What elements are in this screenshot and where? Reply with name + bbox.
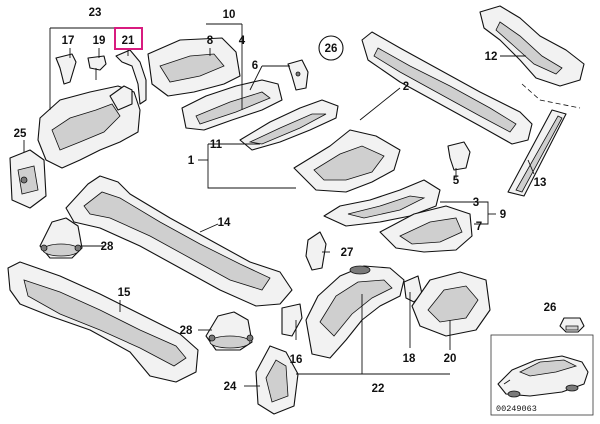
part-7-panel[interactable] <box>379 205 473 253</box>
part-8-panel[interactable] <box>147 37 241 97</box>
callout-13: 13 <box>534 177 547 189</box>
part-5-bracket[interactable] <box>447 141 471 171</box>
callout-14: 14 <box>218 217 231 229</box>
part-16-bracket[interactable] <box>281 303 303 337</box>
callout-labels: 23 17 19 21 25 10 8 4 6 11 1 2 12 13 5 3… <box>14 7 547 395</box>
callout-10: 10 <box>223 9 236 21</box>
callout-1: 1 <box>188 155 195 167</box>
part-15-rail[interactable] <box>7 261 199 383</box>
callout-2: 2 <box>403 81 409 93</box>
part-3-panel[interactable] <box>323 179 441 227</box>
callout-19: 19 <box>93 35 106 47</box>
callout-24: 24 <box>224 381 237 393</box>
part-28-mount-left[interactable] <box>39 217 83 259</box>
callout-9: 9 <box>500 209 506 221</box>
callout-22: 22 <box>372 383 385 395</box>
part-4-rail[interactable] <box>181 79 283 131</box>
part-13-beam[interactable] <box>507 109 567 197</box>
part-20-panel[interactable] <box>411 271 491 337</box>
leader-lines <box>23 23 535 387</box>
callout-25: 25 <box>14 128 27 140</box>
part-17-bracket[interactable] <box>55 53 77 85</box>
callout-28-left: 28 <box>101 241 114 253</box>
part-19-bracket[interactable] <box>87 55 107 80</box>
part-25-bracket[interactable] <box>9 149 47 209</box>
circled-callout-26: 26 <box>318 35 344 61</box>
part-27-bracket[interactable] <box>305 231 327 271</box>
callout-18: 18 <box>403 353 416 365</box>
callout-21: 21 <box>122 35 135 47</box>
callout-26-inset: 26 <box>544 302 557 314</box>
callout-11: 11 <box>210 139 223 151</box>
inset-panel: 00249063 <box>490 334 594 416</box>
callout-15: 15 <box>118 287 131 299</box>
callout-8: 8 <box>207 35 214 47</box>
part-14-longitudinal[interactable] <box>65 175 293 307</box>
callout-3: 3 <box>473 197 479 209</box>
callout-20: 20 <box>444 353 457 365</box>
callout-16: 16 <box>290 354 303 366</box>
part-11-member[interactable] <box>239 99 339 151</box>
callout-5: 5 <box>453 175 460 187</box>
highlighted-callout-box <box>114 27 143 50</box>
callout-23: 23 <box>89 7 102 19</box>
callout-27: 27 <box>341 247 354 259</box>
part-12-crossmember[interactable] <box>479 5 585 87</box>
part-6-bracket[interactable] <box>287 59 309 91</box>
svg-text:26: 26 <box>325 43 338 55</box>
callout-28-right: 28 <box>180 325 193 337</box>
part-28-mount-right[interactable] <box>205 311 254 351</box>
part-23-wheelhouse[interactable] <box>37 85 141 169</box>
callout-17: 17 <box>62 35 75 47</box>
part-21-strip[interactable] <box>115 49 147 105</box>
part-24-bracket[interactable] <box>255 345 299 415</box>
callout-12: 12 <box>485 51 498 63</box>
part-22-wheelhouse[interactable] <box>305 265 405 359</box>
callout-7: 7 <box>476 221 482 233</box>
callout-4: 4 <box>239 35 246 47</box>
drawing-code: 00249063 <box>496 404 537 414</box>
callout-6: 6 <box>252 60 258 72</box>
part-2-frame-rail[interactable] <box>361 31 533 145</box>
part-1-floor-panel[interactable] <box>293 129 401 193</box>
part-26-clip[interactable]: 26 <box>544 302 585 333</box>
car-silhouette-icon <box>497 355 589 398</box>
